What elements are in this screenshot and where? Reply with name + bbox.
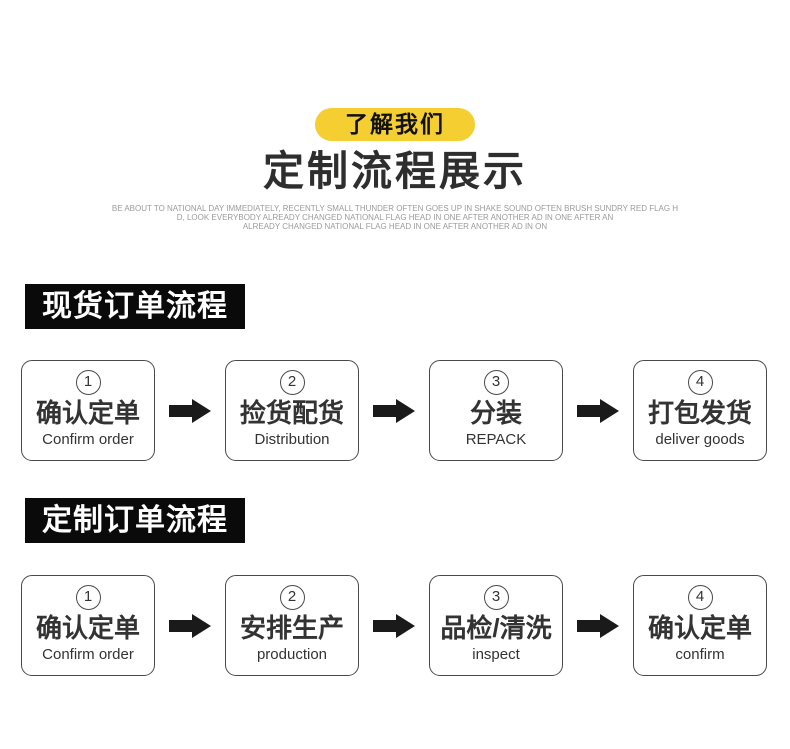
arrow-right-icon — [359, 613, 429, 638]
step-number-circle: 3 — [483, 370, 509, 395]
arrow-right-icon — [563, 398, 633, 423]
step-title-zh: 确认定单 — [35, 398, 140, 428]
step-box-repack: 3 分装 REPACK — [429, 360, 563, 461]
step-box-confirm: 4 确认定单 confirm — [633, 575, 767, 676]
arrow-right-icon — [155, 613, 225, 638]
step-number-circle: 4 — [687, 585, 713, 610]
page-header: 了解我们 定制流程展示 BE ABOUT TO NATIONAL DAY IMM… — [0, 0, 790, 231]
arrow-right-icon — [155, 398, 225, 423]
section-custom-orders: 定制订单流程 1 确认定单 Confirm order 2 安排生产 produ… — [0, 461, 790, 676]
arrow-right-icon — [577, 613, 619, 638]
arrow-right-icon — [563, 613, 633, 638]
step-title-zh: 安排生产 — [239, 613, 344, 643]
step-title-en: Confirm order — [42, 431, 134, 448]
step-title-en: inspect — [472, 646, 520, 663]
step-number-circle: 1 — [75, 585, 101, 610]
arrow-right-icon — [577, 398, 619, 423]
page-title: 定制流程展示 — [263, 148, 527, 194]
arrow-right-icon — [169, 613, 211, 638]
step-number-circle: 2 — [279, 585, 305, 610]
step-title-zh: 确认定单 — [647, 613, 752, 643]
arrow-right-icon — [373, 398, 415, 423]
step-box-distribution: 2 捡货配货 Distribution — [225, 360, 359, 461]
step-box-inspect: 3 品检/清洗 inspect — [429, 575, 563, 676]
subtitle-line: D, LOOK EVERYBODY ALREADY CHANGED NATION… — [176, 213, 614, 222]
arrow-right-icon — [169, 398, 211, 423]
step-number-circle: 4 — [687, 370, 713, 395]
section-stock-orders: 现货订单流程 1 确认定单 Confirm order 2 捡货配货 Distr… — [0, 231, 790, 461]
step-title-zh: 打包发货 — [647, 398, 752, 428]
section-banner-custom: 定制订单流程 — [25, 498, 245, 543]
subtitle-text: BE ABOUT TO NATIONAL DAY IMMEDIATELY, RE… — [0, 204, 790, 231]
step-box-deliver-goods: 4 打包发货 deliver goods — [633, 360, 767, 461]
step-title-en: deliver goods — [655, 431, 745, 448]
about-us-badge: 了解我们 — [315, 108, 475, 141]
subtitle-line: BE ABOUT TO NATIONAL DAY IMMEDIATELY, RE… — [111, 204, 679, 213]
step-number-circle: 3 — [483, 585, 509, 610]
steps-row-custom: 1 确认定单 Confirm order 2 安排生产 production 3… — [0, 575, 790, 676]
step-title-zh: 确认定单 — [35, 613, 140, 643]
step-title-zh: 分装 — [469, 398, 522, 428]
arrow-right-icon — [359, 398, 429, 423]
step-box-confirm-order: 1 确认定单 Confirm order — [21, 360, 155, 461]
arrow-right-icon — [373, 613, 415, 638]
step-title-en: confirm — [675, 646, 725, 663]
steps-row-stock: 1 确认定单 Confirm order 2 捡货配货 Distribution… — [0, 360, 790, 461]
step-title-en: production — [256, 646, 328, 663]
step-title-en: REPACK — [465, 431, 527, 448]
step-title-zh: 捡货配货 — [239, 398, 344, 428]
subtitle-line: ALREADY CHANGED NATIONAL FLAG HEAD IN ON… — [242, 222, 548, 231]
step-title-en: Distribution — [254, 431, 330, 448]
step-box-confirm-order: 1 确认定单 Confirm order — [21, 575, 155, 676]
step-number-circle: 1 — [75, 370, 101, 395]
step-number-circle: 2 — [279, 370, 305, 395]
section-banner-stock: 现货订单流程 — [25, 284, 245, 329]
step-box-production: 2 安排生产 production — [225, 575, 359, 676]
step-title-zh: 品检/清洗 — [440, 613, 552, 643]
step-title-en: Confirm order — [42, 646, 134, 663]
